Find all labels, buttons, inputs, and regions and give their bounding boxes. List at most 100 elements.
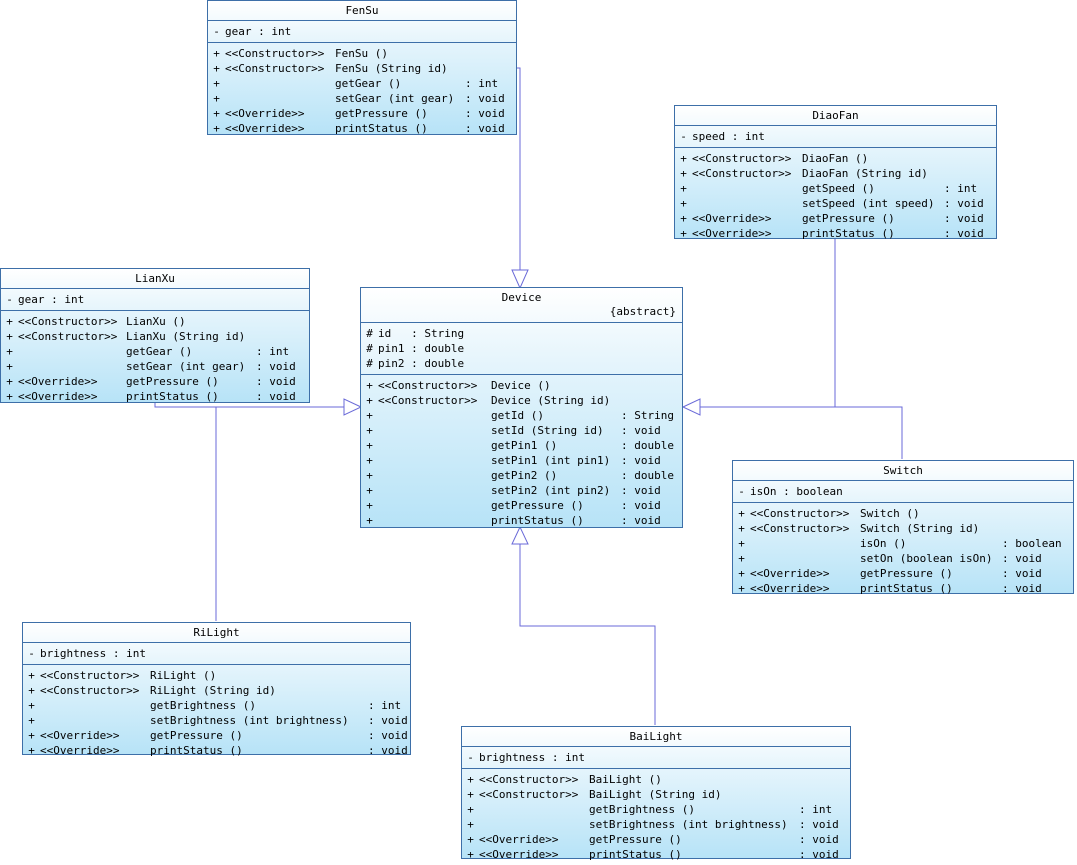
methods-section: +<<Constructor>>FenSu ()+<<Constructor>>… xyxy=(208,43,516,139)
visibility-marker: + xyxy=(213,122,220,135)
method-stereotype xyxy=(750,536,860,551)
method-signature: Switch () xyxy=(860,507,920,520)
method-stereotype: <<Override>> xyxy=(692,227,772,240)
class-device[interactable]: Device {abstract} #id : String#pin1 : do… xyxy=(360,287,683,528)
class-lianxu[interactable]: LianXu -gear : int +<<Constructor>>LianX… xyxy=(0,268,310,403)
visibility-marker: + xyxy=(6,375,13,388)
attribute-row: #id : String xyxy=(361,326,682,341)
method-signature: getPressure () xyxy=(860,567,953,580)
visibility-marker: + xyxy=(366,454,373,467)
attributes-section: -brightness : int xyxy=(23,643,410,665)
method-row: +getPressure (): void xyxy=(361,498,682,513)
attribute-text: gear : int xyxy=(225,25,292,38)
attributes-section: -isOn : boolean xyxy=(733,481,1073,503)
method-row: +printStatus (): void xyxy=(361,513,682,528)
class-title: Device {abstract} xyxy=(361,288,682,323)
method-signature: getPressure () xyxy=(802,212,895,225)
visibility-marker: + xyxy=(467,848,474,861)
methods-section: +<<Constructor>>Device ()+<<Constructor>… xyxy=(361,375,682,531)
switch-to-device-arrowhead xyxy=(681,398,701,416)
method-stereotype xyxy=(692,181,802,196)
method-signature: getPressure () xyxy=(126,375,219,388)
method-signature: getPressure () xyxy=(491,499,584,512)
method-row: +<<Constructor>>FenSu (String id) xyxy=(208,61,516,76)
method-stereotype: <<Constructor>> xyxy=(750,507,850,520)
attribute-text: pin2 : double xyxy=(378,357,465,370)
method-signature: getBrightness () xyxy=(150,699,256,712)
method-signature: FenSu () xyxy=(335,47,388,60)
method-row: +<<Override>>getPressure (): void xyxy=(208,106,516,121)
visibility-marker: - xyxy=(680,130,687,143)
method-row: +<<Constructor>>FenSu () xyxy=(208,46,516,61)
method-row: +getBrightness (): int xyxy=(23,698,410,713)
attribute-row: -gear : int xyxy=(208,24,516,39)
class-diaofan[interactable]: DiaoFan -speed : int +<<Constructor>>Dia… xyxy=(674,105,997,240)
visibility-marker: - xyxy=(6,293,13,306)
class-title: RiLight xyxy=(23,623,410,643)
attribute-row: -isOn : boolean xyxy=(733,484,1073,499)
method-signature: getPressure () xyxy=(150,729,243,742)
visibility-marker: + xyxy=(366,469,373,482)
method-return-type: : void xyxy=(465,122,505,135)
method-return-type: : void xyxy=(368,714,408,727)
method-row: +<<Constructor>>BaiLight () xyxy=(462,772,850,787)
visibility-marker: - xyxy=(738,485,745,498)
method-stereotype xyxy=(750,551,860,566)
visibility-marker: + xyxy=(213,62,220,75)
method-stereotype: <<Constructor>> xyxy=(692,152,792,165)
method-stereotype xyxy=(40,713,150,728)
method-row: +getId (): String xyxy=(361,408,682,423)
method-row: +<<Constructor>>DiaoFan (String id) xyxy=(675,166,996,181)
class-fensu[interactable]: FenSu -gear : int +<<Constructor>>FenSu … xyxy=(207,0,517,135)
method-signature: RiLight (String id) xyxy=(150,684,276,697)
attribute-row: -gear : int xyxy=(1,292,309,307)
attributes-section: -speed : int xyxy=(675,126,996,148)
method-row: +setBrightness (int brightness): void xyxy=(462,817,850,832)
fensu-to-device-arrowhead xyxy=(511,269,529,290)
attribute-text: gear : int xyxy=(18,293,85,306)
method-signature: DiaoFan () xyxy=(802,152,869,165)
attribute-row: -brightness : int xyxy=(23,646,410,661)
class-bailight[interactable]: BaiLight -brightness : int +<<Constructo… xyxy=(461,726,851,861)
method-signature: FenSu (String id) xyxy=(335,62,448,75)
visibility-marker: - xyxy=(28,647,35,660)
method-row: +getSpeed (): int xyxy=(675,181,996,196)
visibility-marker: + xyxy=(467,818,474,831)
class-name: FenSu xyxy=(345,4,379,17)
method-row: +<<Override>>printStatus (): void xyxy=(1,389,309,404)
visibility-marker: + xyxy=(680,212,687,225)
method-return-type: : void xyxy=(944,227,984,240)
visibility-marker: + xyxy=(6,315,13,328)
attribute-row: #pin1 : double xyxy=(361,341,682,356)
method-row: +<<Constructor>>LianXu (String id) xyxy=(1,329,309,344)
attribute-text: pin1 : double xyxy=(378,342,465,355)
method-signature: setBrightness (int brightness) xyxy=(150,714,349,727)
class-title: LianXu xyxy=(1,269,309,289)
method-signature: setId (String id) xyxy=(491,424,604,437)
visibility-marker: + xyxy=(680,227,687,240)
method-row: +getGear (): int xyxy=(208,76,516,91)
visibility-marker: + xyxy=(28,684,35,697)
method-row: +<<Override>>printStatus (): void xyxy=(208,121,516,136)
method-row: +setSpeed (int speed): void xyxy=(675,196,996,211)
method-signature: setPin2 (int pin2) xyxy=(491,484,611,497)
method-signature: LianXu (String id) xyxy=(126,330,246,343)
class-switch[interactable]: Switch -isOn : boolean +<<Constructor>>S… xyxy=(732,460,1074,595)
method-signature: printStatus () xyxy=(860,582,953,595)
method-stereotype: <<Constructor>> xyxy=(750,522,850,535)
method-stereotype xyxy=(692,196,802,211)
method-row: +setBrightness (int brightness): void xyxy=(23,713,410,728)
method-stereotype: <<Override>> xyxy=(40,744,120,757)
method-signature: setGear (int gear) xyxy=(335,92,455,105)
method-signature: DiaoFan (String id) xyxy=(802,167,928,180)
method-signature: Device (String id) xyxy=(491,394,611,407)
method-signature: printStatus () xyxy=(589,848,682,861)
attribute-row: -speed : int xyxy=(675,129,996,144)
method-row: +<<Override>>getPressure (): void xyxy=(1,374,309,389)
class-rilight[interactable]: RiLight -brightness : int + <<Constructor… xyxy=(22,622,411,757)
methods-section: +<<Constructor>>LianXu ()+<<Constructor>… xyxy=(1,311,309,407)
method-stereotype: <<Constructor>> xyxy=(378,394,478,407)
visibility-marker: + xyxy=(738,582,745,595)
method-stereotype: <<Constructor>> xyxy=(692,167,792,180)
method-stereotype: <<Constructor>> xyxy=(40,669,140,682)
